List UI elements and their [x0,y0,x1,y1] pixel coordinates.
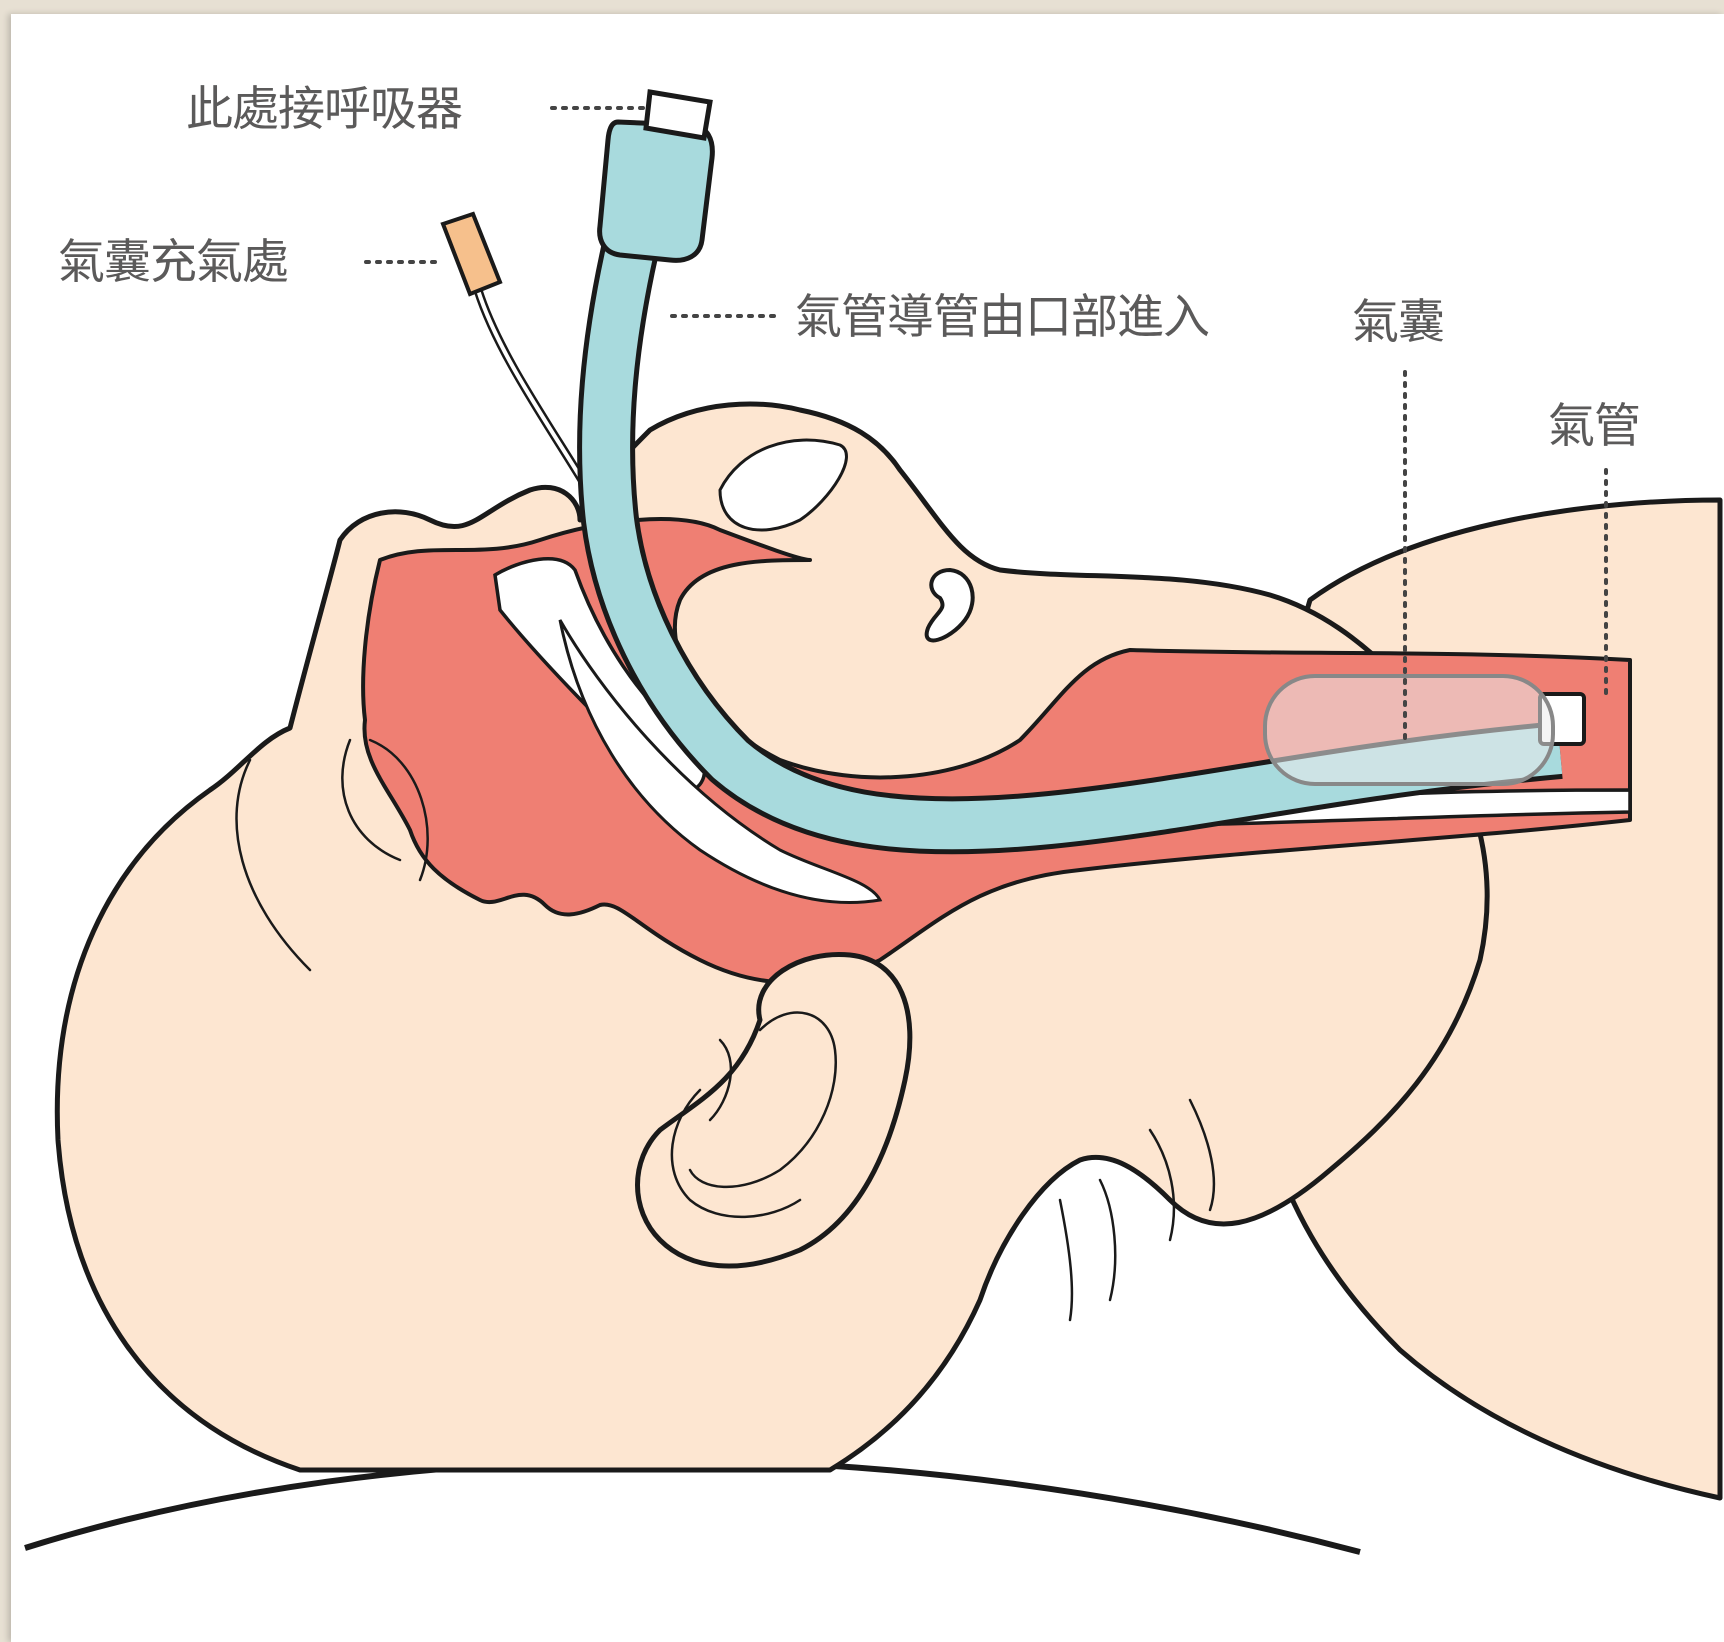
neck-fold-1 [1060,1200,1072,1320]
cuff-balloon [1265,676,1553,784]
neck-fold-2 [1100,1180,1115,1300]
label-cuff: 氣囊 [1352,295,1444,350]
label-ventilator: 此處接呼吸器 [186,82,462,137]
label-tube-entry: 氣管導管由口部進入 [795,290,1209,345]
label-cuff-inflation: 氣囊充氣處 [58,235,288,290]
label-trachea: 氣管 [1548,399,1640,454]
tube-connector [600,122,713,260]
connector-cap [646,92,710,138]
pilot-balloon [443,214,500,294]
pillow-outline [25,1460,1360,1552]
